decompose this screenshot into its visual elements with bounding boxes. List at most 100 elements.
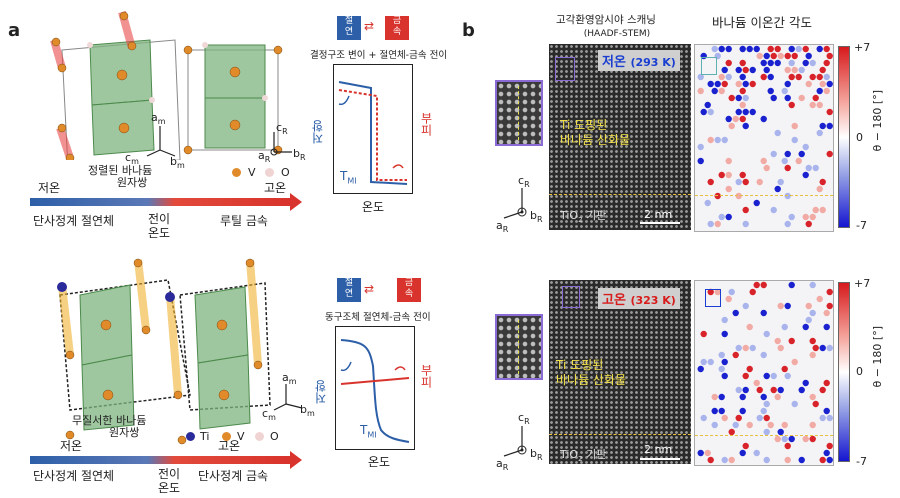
bottom-angle-dots <box>697 281 833 464</box>
angle-dot <box>784 80 791 88</box>
angle-dot <box>739 59 746 67</box>
axis-aR: aR <box>258 149 271 165</box>
angle-dot <box>788 101 795 109</box>
angle-dot <box>711 421 718 429</box>
angle-dot <box>707 80 714 88</box>
angle-dot <box>819 66 826 74</box>
angle-dot <box>756 386 763 394</box>
angle-dot <box>721 136 728 144</box>
angle-dot <box>781 435 788 443</box>
bottom-transition-graph <box>335 326 415 450</box>
top-tmi-label: TMI <box>340 169 357 186</box>
angle-dot <box>728 94 735 102</box>
angle-dot <box>826 414 833 422</box>
angle-dot <box>749 108 756 116</box>
top-colorbar-max: +7 <box>854 41 871 54</box>
ordered-crystal-structure <box>50 10 283 160</box>
angle-dot <box>742 302 749 310</box>
bottom-inset-line <box>518 320 519 374</box>
angle-dot <box>798 94 805 102</box>
angle-dot <box>760 157 767 165</box>
top-temp-tag: 저온 (293 K) <box>598 50 680 71</box>
angle-dot <box>742 66 749 74</box>
angle-dot <box>788 45 795 53</box>
top-inset-line <box>518 86 519 140</box>
angle-dot <box>753 199 760 207</box>
angle-dot <box>739 393 746 401</box>
angle-dot <box>770 52 777 60</box>
angle-dot <box>732 115 739 123</box>
angle-dot <box>788 435 795 443</box>
angle-dot <box>774 185 781 193</box>
angle-dot <box>823 309 830 317</box>
angle-dot <box>742 122 749 130</box>
angle-dot <box>728 428 735 436</box>
angle-dot <box>704 199 711 207</box>
angle-dot <box>777 302 784 310</box>
legend-v-dot <box>232 168 241 177</box>
stem-title: 고각환영암시야 스캐닝(HAADF-STEM) <box>556 14 656 39</box>
angle-dot <box>819 386 826 394</box>
angle-dot <box>816 101 823 109</box>
angle-dot <box>721 330 728 338</box>
bottom-axis-arrows <box>273 384 303 411</box>
angle-dot <box>791 400 798 408</box>
angle-dot <box>718 213 725 221</box>
angle-dot <box>753 45 760 53</box>
angle-dot <box>788 73 795 81</box>
legend-ti-label: Ti <box>200 430 210 443</box>
angle-dot <box>816 295 823 303</box>
disordered-crystal-structure <box>57 258 271 445</box>
angle-dot <box>809 435 816 443</box>
angle-dot <box>784 52 791 60</box>
top-substrate-label: TiO2 기판 <box>560 209 607 225</box>
angle-dot <box>809 309 816 317</box>
angle-dot <box>802 213 809 221</box>
bottom-colorbar-label: θ − 180 [°] <box>871 326 884 388</box>
angle-dot <box>742 94 749 102</box>
angle-dot <box>809 101 816 109</box>
angle-dot <box>763 66 770 74</box>
angle-dot <box>777 52 784 60</box>
angle-dot <box>788 337 795 345</box>
angle-dot <box>718 45 725 53</box>
angle-dot <box>826 442 833 450</box>
angle-dot <box>760 407 767 415</box>
angle-dot <box>823 87 830 95</box>
angle-dot <box>714 136 721 144</box>
angle-dot <box>735 80 742 88</box>
angle-dot <box>823 323 830 331</box>
bottom-phase-right: 단사정계 금속 <box>198 469 269 483</box>
axis-arrows-r <box>270 132 292 156</box>
angle-dot <box>791 52 798 60</box>
angle-dot <box>749 66 756 74</box>
angle-dot <box>809 281 816 289</box>
angle-dot <box>802 171 809 179</box>
angle-dot <box>735 192 742 200</box>
angle-dot <box>714 80 721 88</box>
angle-dot <box>753 449 760 457</box>
top-stem-axis-cR: cR <box>518 174 530 190</box>
angle-dot <box>798 386 805 394</box>
angle-dot <box>721 358 728 366</box>
axis-bm: bm <box>170 155 185 171</box>
angle-dot <box>774 393 781 401</box>
angle-dot <box>781 157 788 165</box>
angle-dot <box>809 337 816 345</box>
bottom-x-label: 온도 <box>368 455 391 469</box>
angle-dot <box>788 213 795 221</box>
angle-dot <box>819 344 826 352</box>
angle-dot <box>711 45 718 53</box>
top-stem-image <box>549 44 691 230</box>
angle-dot <box>697 87 704 95</box>
angle-dot <box>763 164 770 172</box>
angle-dot <box>784 192 791 200</box>
angle-dot <box>826 52 833 60</box>
bottom-tmi-label: TMI <box>360 423 377 440</box>
angle-dot <box>718 351 725 359</box>
bottom-phase-left: 단사정계 절연체 <box>33 469 115 483</box>
angle-dot <box>739 87 746 95</box>
